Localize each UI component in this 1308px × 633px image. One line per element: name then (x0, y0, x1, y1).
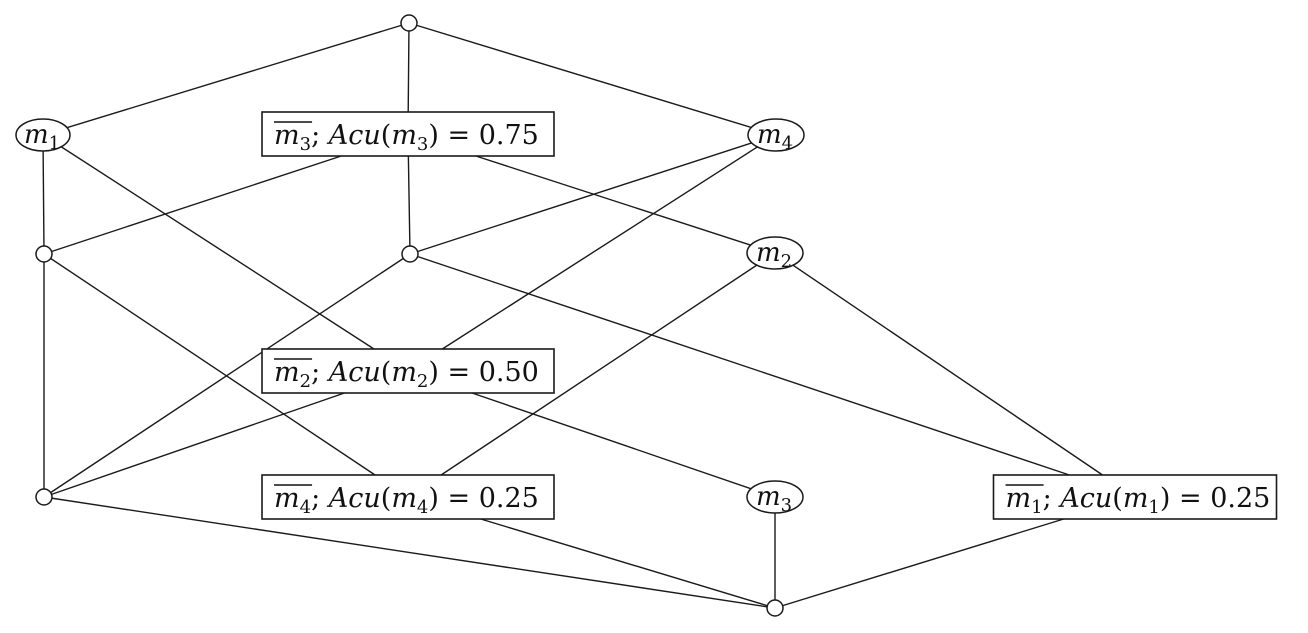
edge-box4-bottom (480, 518, 776, 609)
label-m2: m2 (756, 238, 792, 272)
point-pM (401, 245, 419, 263)
box-box1 (992, 474, 1278, 520)
point-pL (35, 245, 53, 263)
label-box1: m1; Acu(m1) = 0.25 (1006, 483, 1271, 518)
edge-top-box3 (407, 22, 410, 113)
edge-pM-box1 (409, 253, 1070, 476)
node-box2: m2; Acu(m2) = 0.50 (261, 348, 555, 394)
edge-top-m1 (42, 22, 410, 136)
node-top (400, 14, 418, 32)
node-box3: m3; Acu(m3) = 0.75 (261, 111, 555, 157)
edge-m1-pL (42, 134, 45, 255)
box-box2 (261, 348, 555, 394)
node-box1: m1; Acu(m1) = 0.25 (992, 474, 1278, 520)
edge-m1-box2 (42, 134, 375, 350)
edge-box3-pL (43, 155, 342, 255)
label-box4: m4; Acu(m4) = 0.25 (274, 483, 539, 518)
label-box3: m3; Acu(m3) = 0.75 (274, 120, 539, 155)
edge-box3-m2 (475, 155, 776, 254)
edge-box1-bottom (774, 518, 1064, 609)
box-box4 (261, 474, 555, 520)
node-pLL (35, 488, 53, 506)
edge-top-m4 (408, 22, 777, 136)
edge-pLL-bottom (43, 496, 776, 609)
ellipse-m4 (747, 118, 805, 152)
edge-m2-box1 (774, 252, 1103, 476)
node-m4: m4 (747, 118, 805, 154)
edge-pM-pLL (43, 253, 411, 498)
point-pLL (35, 488, 53, 506)
edge-box2-pLL (43, 392, 345, 498)
node-pL (35, 245, 53, 263)
box-box3 (261, 111, 555, 157)
edge-m4-box2 (441, 134, 777, 350)
edge-pL-box4 (43, 253, 376, 476)
node-box4: m4; Acu(m4) = 0.25 (261, 474, 555, 520)
label-m4: m4 (757, 120, 793, 154)
point-bottom (766, 599, 784, 617)
label-m1: m1 (24, 120, 60, 154)
edge-box3-pM (407, 155, 411, 255)
edge-m2-box4 (440, 252, 776, 476)
edge-box2-m3 (471, 392, 776, 498)
node-m1: m1 (15, 118, 71, 154)
node-bottom (766, 599, 784, 617)
edge-m4-pM (409, 134, 777, 255)
nodes-layer: m1 m3; Acu(m3) = 0.75 m4 m2 m2; Acu(m2) = 0.… (15, 14, 1278, 617)
label-m3: m3 (756, 482, 792, 516)
node-m2: m2 (746, 236, 804, 272)
point-top (400, 14, 418, 32)
node-pM (401, 245, 419, 263)
label-box2: m2; Acu(m2) = 0.50 (274, 357, 539, 392)
edges-layer (42, 22, 1103, 609)
ellipse-m3 (746, 480, 804, 514)
ellipse-m2 (746, 236, 804, 270)
ellipse-m1 (15, 118, 71, 152)
node-m3: m3 (746, 480, 804, 516)
